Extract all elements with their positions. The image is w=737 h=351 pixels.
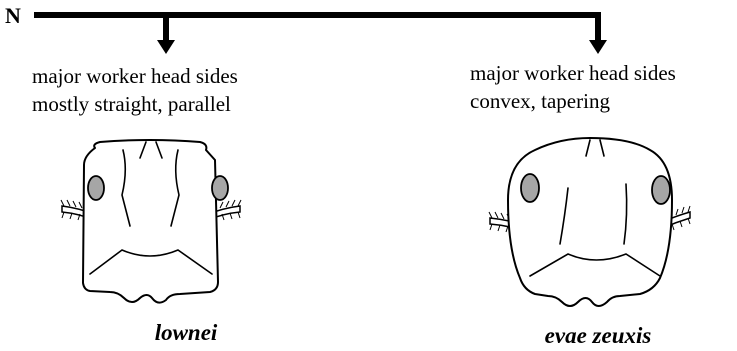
root-node-label: N — [5, 3, 21, 28]
branch-right-line2: convex, tapering — [470, 89, 610, 113]
head-capsule-evae-zeuxis — [507, 137, 673, 307]
taxon-label-right: evae zeuxis — [545, 323, 652, 348]
connector-line-main — [34, 12, 601, 42]
eye-right-lownei — [211, 175, 229, 201]
head-capsule-lownei — [82, 139, 219, 304]
branch-left-line2: mostly straight, parallel — [32, 92, 231, 116]
branch-left-line1: major worker head sides — [32, 64, 238, 88]
branch-right-line1: major worker head sides — [470, 61, 676, 85]
head-illustration-lownei — [60, 139, 242, 304]
head-illustration-evae-zeuxis — [488, 137, 691, 307]
taxon-label-left: lownei — [155, 320, 218, 345]
eye-left-evae-zeuxis — [520, 173, 540, 203]
arrow-right-icon — [589, 40, 607, 54]
arrow-left-icon — [157, 40, 175, 54]
eye-right-evae-zeuxis — [651, 175, 671, 205]
key-connector — [34, 12, 607, 54]
eye-left-lownei — [87, 175, 105, 201]
